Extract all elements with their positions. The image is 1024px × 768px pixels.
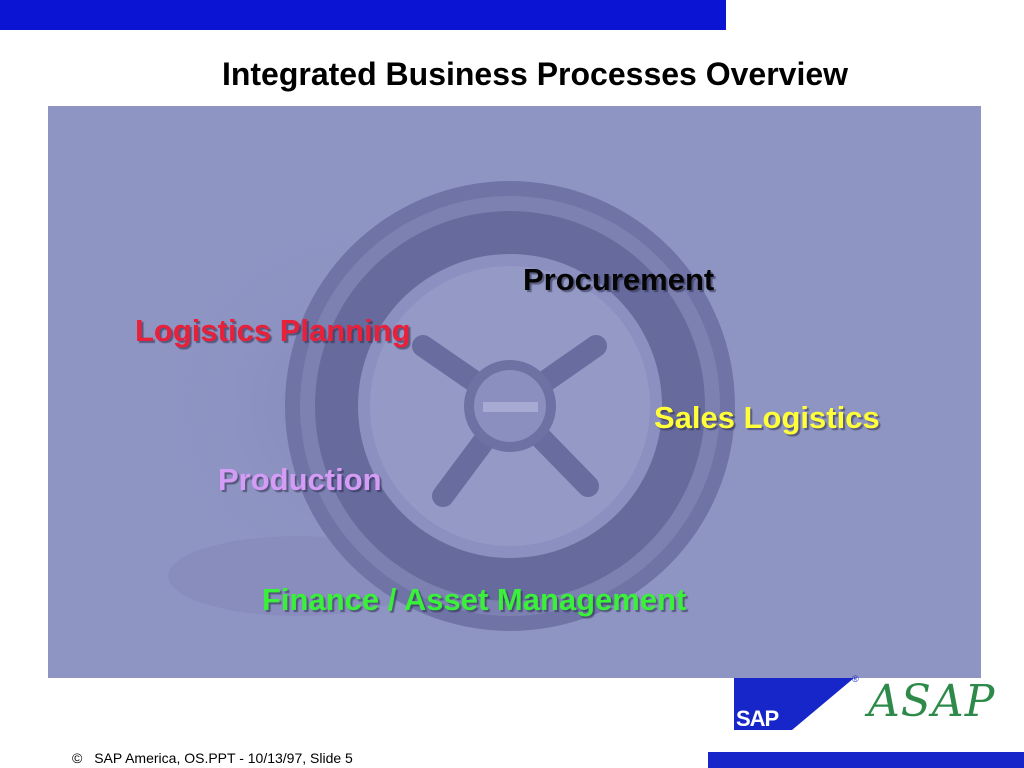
footer: © SAP America, OS.PPT - 10/13/97, Slide … <box>72 750 353 766</box>
asap-logo: ASAP <box>868 676 996 727</box>
registered-mark: ® <box>852 674 859 684</box>
procurement-label: Procurement <box>523 262 715 297</box>
sap-logo-block <box>734 678 792 730</box>
sap-logo-text: SAP <box>736 706 779 731</box>
sap-logo-triangle-icon <box>792 678 854 730</box>
slide-title: Integrated Business Processes Overview <box>221 56 849 92</box>
copyright-symbol: © <box>72 750 83 766</box>
bottom-accent-bar <box>708 752 1024 768</box>
production-label: Production <box>218 462 382 497</box>
top-accent-bar <box>0 0 726 30</box>
content-panel: Procurement Logistics Planning Sales Log… <box>48 106 981 678</box>
sales-logistics-label: Sales Logistics <box>654 400 880 435</box>
wheel-icon <box>148 181 735 631</box>
logistics-planning-label: Logistics Planning <box>135 313 411 348</box>
footer-text: SAP America, OS.PPT - 10/13/97, Slide 5 <box>94 750 353 766</box>
finance-asset-management-label: Finance / Asset Management <box>262 582 687 617</box>
